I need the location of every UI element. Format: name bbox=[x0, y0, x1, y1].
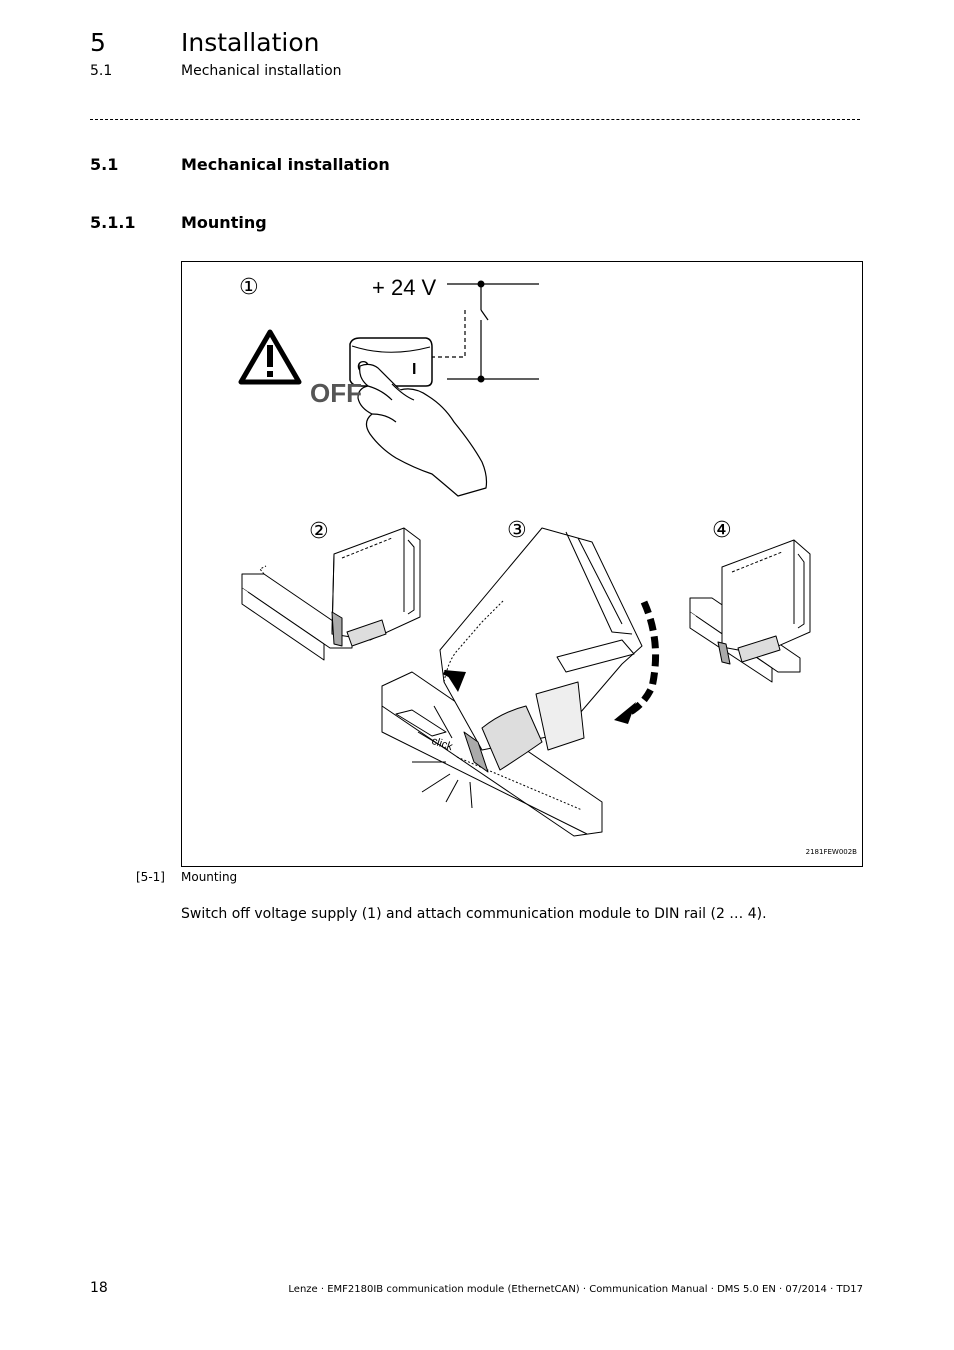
figure-caption-number: [5-1] bbox=[136, 870, 165, 884]
step-1-label: ① bbox=[239, 275, 259, 300]
rotate-arrowhead-icon bbox=[614, 702, 636, 724]
subsection-number: 5.1.1 bbox=[90, 213, 136, 232]
section-number: 5.1 bbox=[90, 155, 119, 174]
step-4-illustration bbox=[689, 539, 811, 683]
switch-on-symbol: I bbox=[412, 361, 416, 378]
page-number: 18 bbox=[90, 1280, 108, 1296]
header-section-number: 5.1 bbox=[90, 63, 113, 79]
voltage-label: + 24 V bbox=[372, 275, 437, 300]
junction-dot-bottom bbox=[477, 375, 485, 383]
hand-icon bbox=[357, 363, 488, 497]
figure-code: 2181FEW002B bbox=[805, 848, 857, 856]
step-3-label: ③ bbox=[507, 518, 527, 543]
mounting-figure: ① + 24 V O I bbox=[181, 261, 863, 867]
section-heading: Mechanical installation bbox=[181, 155, 390, 174]
footer-text: Lenze · EMF2180IB communication module (… bbox=[288, 1284, 863, 1295]
junction-dot-top bbox=[477, 280, 485, 288]
subsection-heading: Mounting bbox=[181, 213, 267, 232]
mounting-illustration: ① + 24 V O I bbox=[238, 275, 811, 837]
step-4-label: ④ bbox=[712, 518, 732, 543]
click-burst bbox=[412, 705, 473, 809]
body-paragraph: Switch off voltage supply (1) and attach… bbox=[181, 906, 767, 922]
header-divider bbox=[90, 119, 860, 120]
warning-triangle-icon bbox=[238, 329, 302, 385]
switch-wiring bbox=[432, 283, 539, 380]
rotate-arrow-icon bbox=[628, 600, 660, 716]
figure-caption-title: Mounting bbox=[181, 870, 238, 884]
header-section-title: Mechanical installation bbox=[181, 63, 342, 79]
step-3-illustration bbox=[381, 527, 643, 837]
chapter-number: 5 bbox=[90, 28, 106, 57]
step-2-illustration bbox=[241, 527, 421, 661]
step-2-label: ② bbox=[309, 519, 329, 544]
chapter-title: Installation bbox=[181, 28, 320, 57]
off-label: OFF bbox=[310, 378, 362, 408]
